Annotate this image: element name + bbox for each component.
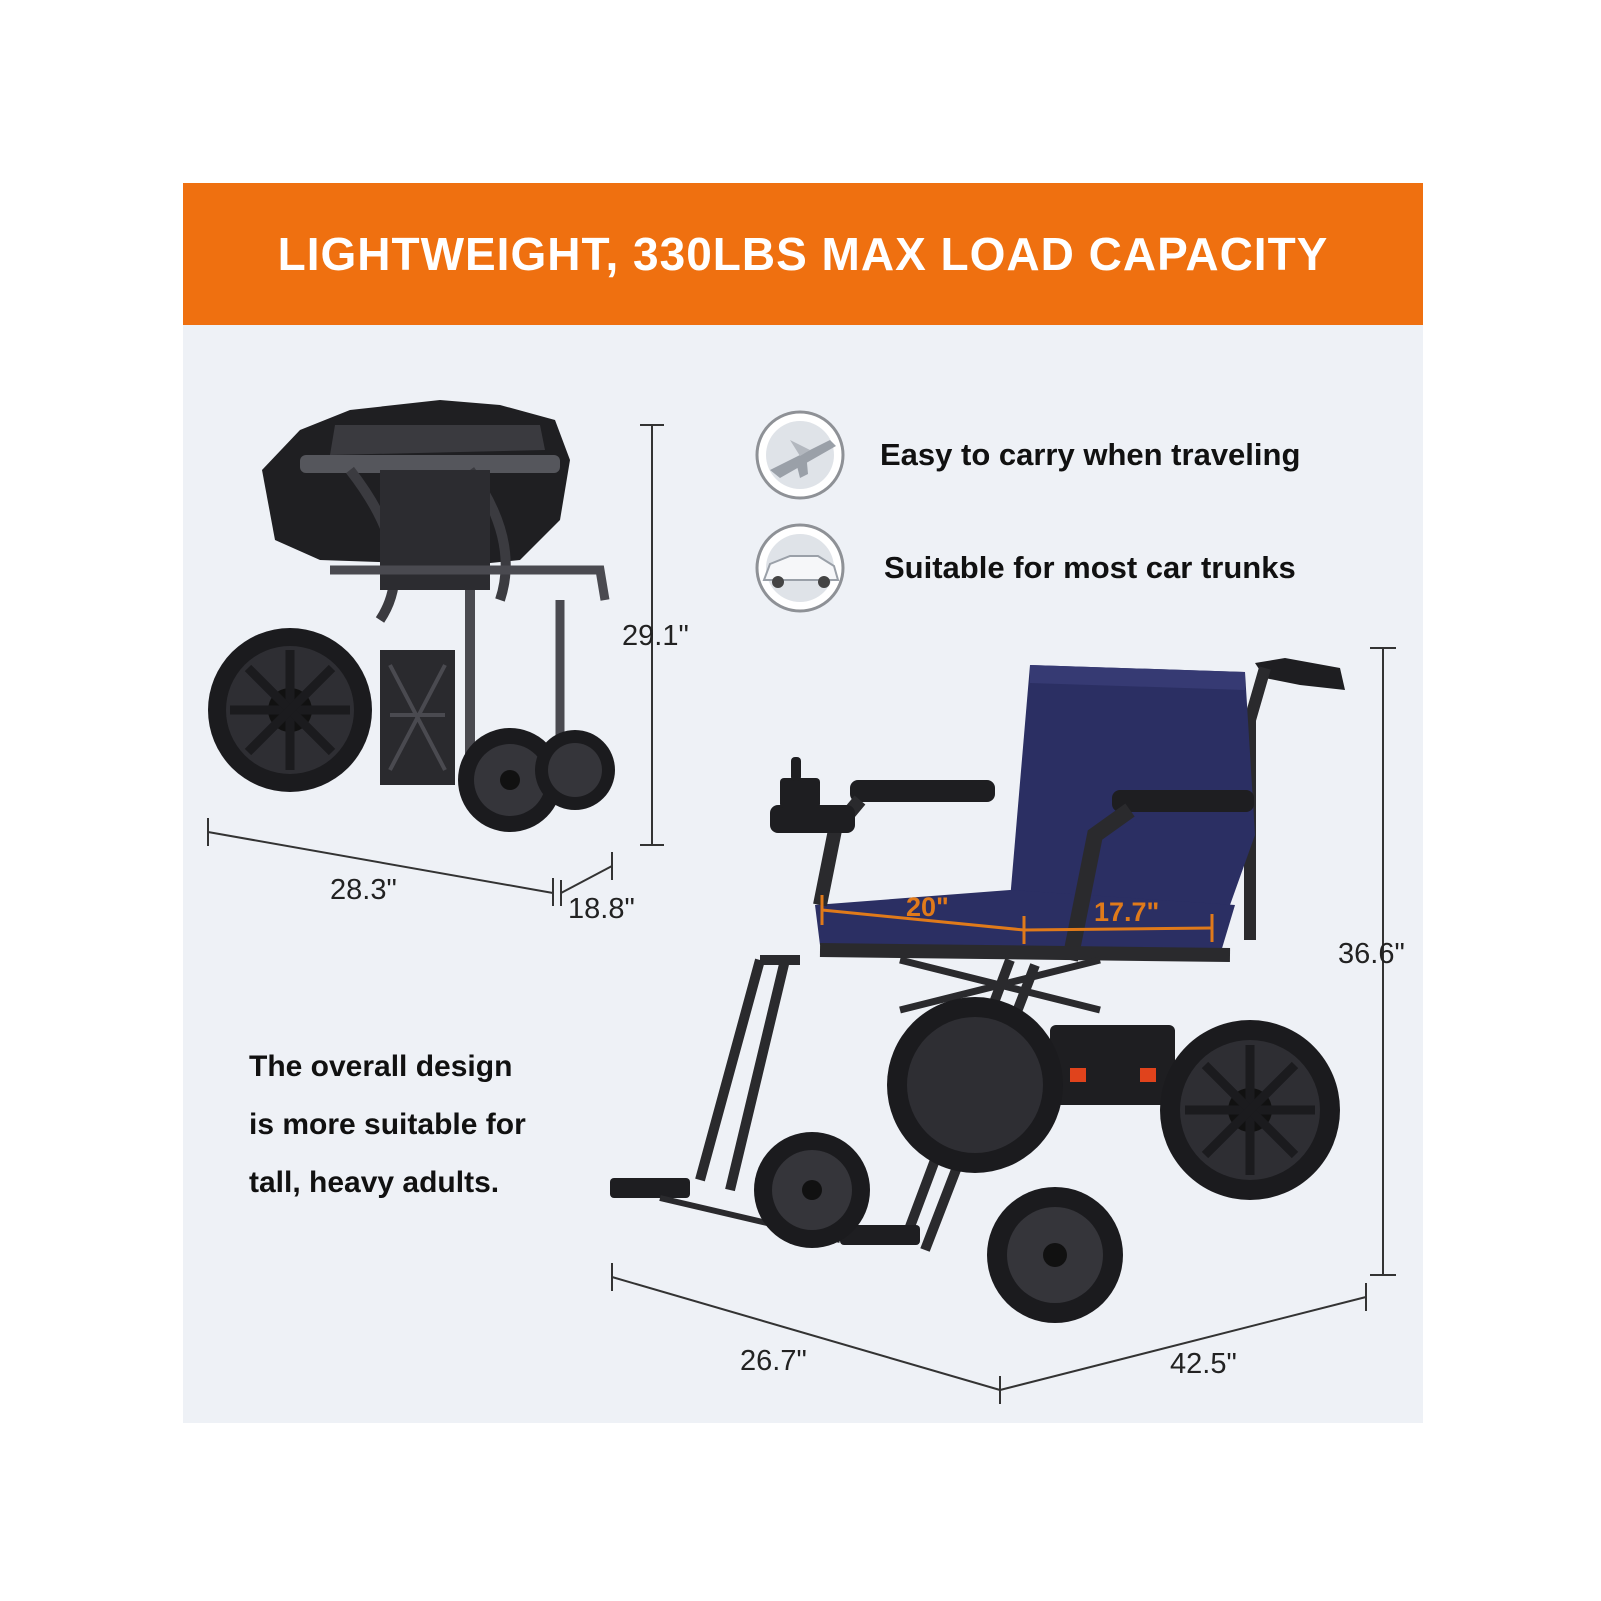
design-description-line-2: is more suitable for <box>249 1108 526 1141</box>
unfolded-dimension-lines <box>611 647 1396 1404</box>
folded-width-label: 18.8" <box>568 893 635 925</box>
folded-height-label: 29.1" <box>622 620 689 652</box>
airplane-icon <box>755 410 845 500</box>
folded-dimension-lines <box>207 424 664 906</box>
seat-dimension-lines <box>820 895 1214 944</box>
title-banner: LIGHTWEIGHT, 330LBS MAX LOAD CAPACITY <box>183 183 1423 325</box>
seat-width-label: 20" <box>906 892 949 922</box>
folded-length-label: 28.3" <box>330 874 397 906</box>
feature-car-trunks: Suitable for most car trunks <box>884 550 1296 585</box>
folded-wheelchair-image <box>208 400 615 832</box>
car-icon <box>755 523 845 613</box>
unfolded-width-label: 26.7" <box>740 1345 807 1377</box>
banner-title: LIGHTWEIGHT, 330LBS MAX LOAD CAPACITY <box>277 228 1329 280</box>
unfolded-length-label: 42.5" <box>1170 1348 1237 1380</box>
feature-easy-to-carry: Easy to carry when traveling <box>880 437 1301 472</box>
design-description-line-3: tall, heavy adults. <box>249 1166 500 1199</box>
unfolded-wheelchair-image <box>610 658 1345 1323</box>
design-description-line-1: The overall design <box>249 1050 513 1083</box>
seat-depth-label: 17.7" <box>1094 897 1160 927</box>
unfolded-height-label: 36.6" <box>1338 938 1405 970</box>
